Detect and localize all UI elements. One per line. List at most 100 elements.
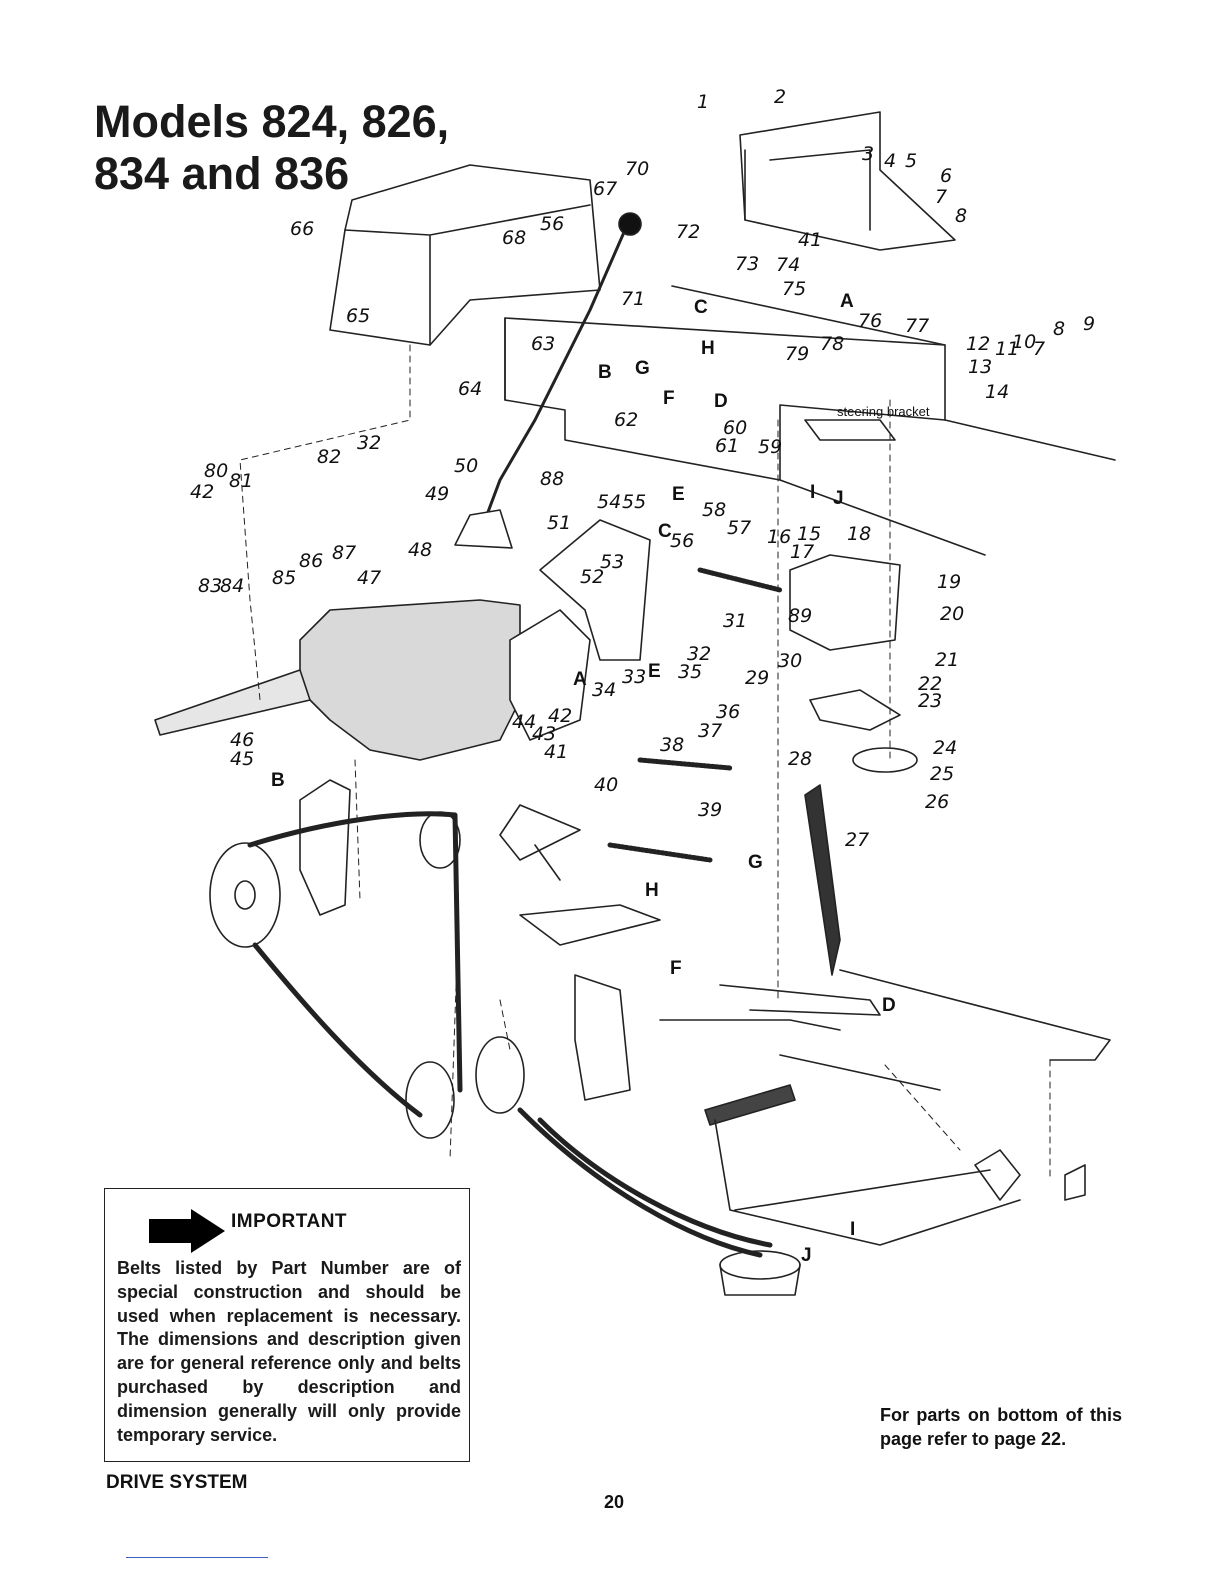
part-label-78: 78 [820, 333, 844, 355]
part-label-27: 27 [845, 829, 869, 851]
part-label-38: 38 [660, 734, 684, 756]
part-label-3: 3 [862, 143, 874, 165]
part-label-39: 39 [698, 799, 722, 821]
part-label-41b: 41 [544, 741, 568, 763]
part-label-68: 68 [502, 227, 526, 249]
connection-letter-labels: A B C D E F G H I J A B C D E F G H I J [271, 291, 896, 1266]
part-label-25: 25 [930, 763, 954, 785]
part-label-75: 75 [782, 278, 806, 300]
part-label-7b: 7 [1033, 338, 1045, 360]
part-label-34: 34 [592, 679, 616, 701]
part-label-36: 36 [716, 701, 740, 723]
part-label-53: 53 [600, 551, 624, 573]
part-label-72: 72 [676, 221, 700, 243]
frame-channel-edge [504, 285, 1116, 556]
mower-pulley-body [719, 1264, 801, 1296]
part-label-66: 66 [290, 218, 314, 240]
part-label-50: 50 [454, 455, 478, 477]
part-label-40: 40 [594, 774, 618, 796]
letter-H-upper: H [701, 338, 715, 359]
part-label-86: 86 [299, 550, 323, 572]
part-label-49: 49 [425, 483, 449, 505]
part-label-85: 85 [272, 567, 296, 589]
letter-I-upper: I [810, 482, 815, 503]
part-label-62: 62 [614, 409, 638, 431]
part-label-33: 33 [622, 666, 646, 688]
part-label-30: 30 [778, 650, 802, 672]
lift-plate-right [1064, 1164, 1086, 1201]
title-line-1: Models 824, 826, [94, 96, 450, 147]
part-label-17: 17 [790, 541, 814, 563]
part-label-32b: 32 [687, 643, 711, 665]
shift-knob [618, 212, 642, 236]
lift-handle-bar [714, 1119, 1021, 1246]
part-label-18: 18 [847, 523, 871, 545]
part-label-23: 23 [918, 690, 942, 712]
part-label-52: 52 [580, 566, 604, 588]
shift-lever-rod [483, 228, 627, 522]
long-rod-right [839, 969, 1111, 1061]
shift-arm-h [519, 904, 661, 946]
part-label-20: 20 [940, 603, 964, 625]
frame-plate [804, 419, 896, 441]
title-line-2: 834 and 836 [94, 148, 350, 199]
part-label-71: 71 [621, 288, 645, 310]
shift-lever-boot [454, 509, 513, 549]
part-label-1: 1 [697, 91, 709, 113]
part-label-5: 5 [905, 150, 917, 172]
part-label-82: 82 [317, 446, 341, 468]
part-label-64: 64 [458, 378, 482, 400]
letter-B-upper: B [598, 362, 612, 383]
part-label-42a: 42 [190, 481, 214, 503]
part-label-56a: 56 [540, 213, 564, 235]
part-label-84: 84 [220, 575, 244, 597]
part-label-73: 73 [735, 253, 759, 275]
part-label-44: 44 [512, 711, 536, 733]
part-label-76: 76 [858, 310, 882, 332]
part-label-67: 67 [593, 178, 617, 200]
important-notice-box: IMPORTANT Belts listed by Part Number ar… [104, 1188, 470, 1462]
lower-bracket [574, 974, 631, 1101]
part-label-55: 55 [622, 491, 646, 513]
section-label: DRIVE SYSTEM [106, 1472, 248, 1493]
part-label-31: 31 [723, 610, 747, 632]
part-label-42b: 42 [548, 705, 572, 727]
letter-D-lower: D [882, 995, 896, 1016]
lift-plate [974, 1149, 1021, 1201]
part-label-2: 2 [774, 86, 786, 108]
part-label-24: 24 [933, 737, 957, 759]
part-label-22: 22 [918, 673, 942, 695]
letter-I-lower: I [850, 1219, 855, 1240]
part-label-63: 63 [531, 333, 555, 355]
lift-handle-grip [704, 1084, 796, 1126]
letter-A-upper: A [840, 291, 854, 312]
part-label-58: 58 [702, 499, 726, 521]
part-label-13: 13 [968, 356, 992, 378]
part-label-35: 35 [678, 661, 702, 683]
part-label-74: 74 [776, 254, 800, 276]
brake-rod [779, 1054, 941, 1091]
important-text: Belts listed by Part Number are of speci… [117, 1258, 461, 1445]
part-label-37: 37 [698, 720, 722, 742]
part-label-43: 43 [532, 723, 556, 745]
part-label-60: 60 [723, 417, 747, 439]
drive-pulley-left-hub [234, 880, 256, 910]
part-label-12: 12 [966, 333, 990, 355]
left-cover-inner [344, 204, 591, 346]
clutch-linkage [499, 804, 581, 881]
part-label-54: 54 [597, 491, 621, 513]
part-label-89: 89 [788, 605, 812, 627]
letter-E-upper: E [672, 484, 685, 505]
diagram-line-art [154, 111, 1116, 1296]
steering-console-shade [744, 149, 871, 231]
part-label-29: 29 [745, 667, 769, 689]
letter-G-upper: G [635, 358, 650, 379]
part-label-48: 48 [408, 539, 432, 561]
part-label-6: 6 [940, 165, 952, 187]
letter-B-lower: B [271, 770, 285, 791]
bottom-rule [126, 1557, 268, 1558]
letter-F-lower: F [670, 958, 682, 979]
part-label-19: 19 [937, 571, 961, 593]
part-label-9: 9 [1083, 313, 1095, 335]
part-label-32a: 32 [357, 432, 381, 454]
